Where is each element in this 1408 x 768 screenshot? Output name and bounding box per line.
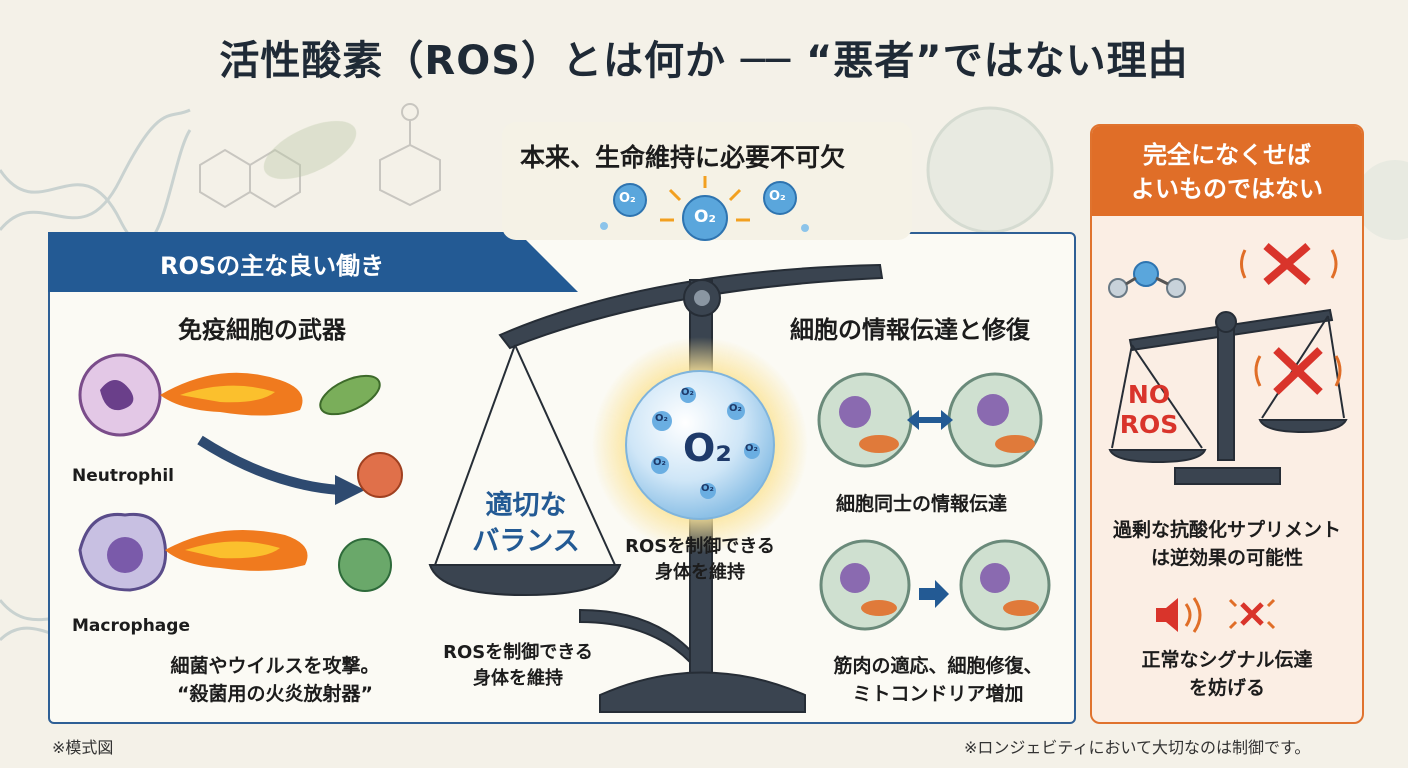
o2-label-right: O₂ [769, 189, 786, 204]
no-ros-line2: ROS [1119, 410, 1179, 439]
left-caption-line1: 細菌やウイルスを攻撃。 [170, 655, 380, 677]
signaling-caption: 細胞同士の情報伝達 [836, 493, 1008, 515]
warning-caption-1-line1: 過剰な抗酸化サプリメント [1112, 519, 1341, 541]
warning-caption-2-line1: 正常なシグナル伝達 [1141, 649, 1313, 671]
repair-caption-line2: ミトコンドリア増加 [852, 683, 1024, 705]
no-ros-label: NO ROS [1108, 380, 1190, 440]
warning-caption-2: 正常なシグナル伝達 を妨げる [1092, 646, 1362, 702]
base-caption-line2: 身体を維持 [473, 668, 563, 689]
orb-bubble-label: O₂ [701, 483, 714, 494]
neutrophil-label: Neutrophil [72, 466, 174, 486]
signal-blocked-icon [1156, 597, 1276, 633]
orb-bubble-label: O₂ [655, 413, 668, 424]
footnote-right: ※ロンジェビティにおいて大切なのは制御です。 [964, 738, 1311, 757]
repair-caption: 筋肉の適応、細胞修復、 ミトコンドリア増加 [818, 652, 1058, 708]
balance-pan-label-line2: バランス [472, 526, 580, 557]
orb-bubble-label: O₂ [745, 443, 758, 454]
footnote-left: ※模式図 [52, 738, 114, 757]
base-caption: ROSを制御できる 身体を維持 [428, 640, 608, 692]
warning-title-line2: よいものではない [1131, 175, 1323, 203]
no-ros-line1: NO [1127, 380, 1171, 409]
center-o2-label: O₂ [683, 426, 732, 470]
cell-signaling-illustration [817, 372, 1051, 631]
warning-panel-title: 完全になくせば よいものではない [1092, 138, 1362, 206]
warning-caption-2-line2: を妨げる [1188, 677, 1265, 699]
orb-bubble-label: O₂ [653, 457, 666, 468]
center-o2-orb [592, 337, 808, 553]
balance-pan-label: 適切な バランス [466, 488, 586, 560]
page-title: 活性酸素（ROS）とは何か ── “悪者”ではない理由 [219, 38, 1189, 84]
virus-green [338, 538, 392, 592]
o2-label-center: O₂ [694, 207, 716, 227]
orb-bubble-label: O₂ [681, 387, 694, 398]
base-caption-line1: ROSを制御できる [443, 642, 593, 663]
center-caption-line2: 身体を維持 [655, 562, 745, 583]
repair-caption-line1: 筋肉の適応、細胞修復、 [833, 655, 1043, 677]
warning-caption-1-line2: は逆効果の可能性 [1150, 547, 1303, 569]
left-section-heading: 免疫細胞の武器 [178, 316, 346, 344]
center-caption-line1: ROSを制御できる [625, 536, 775, 557]
o2-label-left: O₂ [619, 191, 636, 206]
balance-pan-label-line1: 適切な [485, 490, 567, 521]
right-section-heading: 細胞の情報伝達と修復 [790, 316, 1030, 344]
main-banner-shape [48, 232, 578, 292]
warning-caption-1: 過剰な抗酸化サプリメント は逆効果の可能性 [1092, 516, 1362, 572]
top-o2-molecules [600, 176, 809, 241]
warning-title-line1: 完全になくせば [1143, 141, 1311, 169]
virus-red [357, 452, 403, 498]
macrophage-label: Macrophage [72, 616, 190, 636]
left-section-caption: 細菌やウイルスを攻撃。 “殺菌用の火炎放射器” [120, 652, 430, 708]
orb-bubble-label: O₂ [729, 403, 742, 414]
main-banner-label: ROSの主な良い働き [160, 252, 385, 280]
top-card-heading: 本来、生命維持に必要不可欠 [520, 143, 846, 172]
center-caption: ROSを制御できる 身体を維持 [610, 534, 790, 586]
bacteria [319, 374, 381, 416]
unbalanced-scale-illustration [1108, 242, 1348, 485]
left-caption-line2: “殺菌用の火炎放射器” [177, 683, 373, 705]
immune-cells-illustration [78, 353, 403, 592]
warning-panel-header [1092, 126, 1362, 216]
